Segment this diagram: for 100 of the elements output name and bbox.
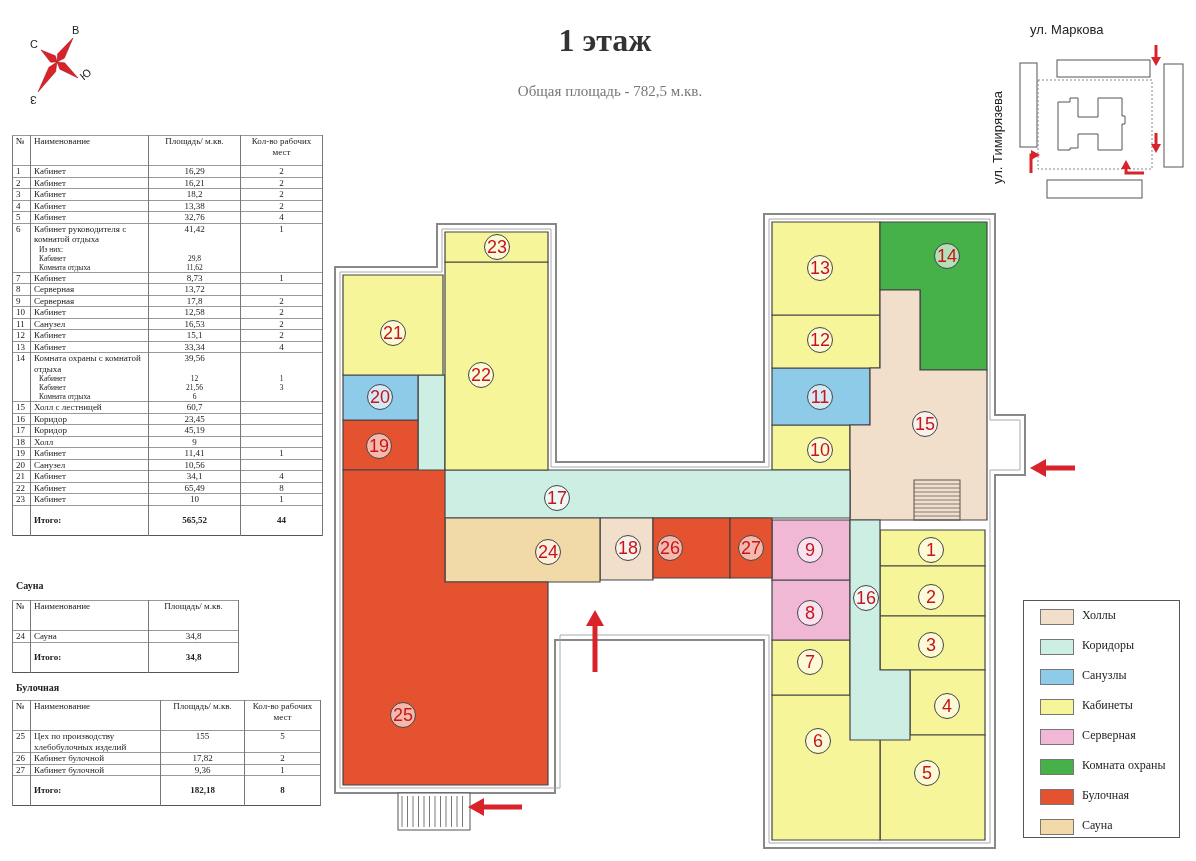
table-cell: 2	[279, 295, 284, 306]
table-cell: 32,76	[184, 212, 205, 222]
room-area	[343, 375, 418, 420]
table-cell: 1	[280, 764, 285, 775]
table-cell: Кабинет	[34, 494, 67, 504]
title: 1 этаж	[557, 22, 653, 59]
room-area	[772, 580, 850, 640]
table-cell: 60,7	[186, 402, 203, 412]
column-header: Кол-во рабочих мест	[252, 701, 313, 722]
table-cell: 11,41	[184, 448, 205, 458]
table-cell: 23,45	[184, 413, 205, 424]
room-number: 10	[807, 437, 833, 463]
table-cell: 4	[279, 341, 284, 352]
table-cell: 182,18	[190, 785, 215, 796]
table-cell: 10,56	[184, 459, 205, 470]
room-number: 20	[367, 384, 393, 410]
table-cell: 4	[16, 200, 21, 211]
table-cell: Кабинет	[34, 471, 67, 481]
room-number: 2	[918, 584, 944, 610]
table-cell: Кабинет	[34, 448, 67, 458]
table-cell: Санузел	[34, 318, 66, 329]
table-cell: 8	[279, 482, 284, 493]
room-number: 22	[468, 362, 494, 388]
table-cell: Кабинет	[34, 189, 67, 199]
column-header: Наименование	[34, 601, 91, 611]
room-area	[600, 518, 653, 580]
table-cell: Кабинет	[34, 166, 67, 176]
room-area	[880, 530, 985, 566]
table-cell: 2	[279, 166, 284, 176]
table-cell: 18,2	[186, 189, 203, 199]
table-cell: 19	[16, 448, 25, 458]
room-area	[772, 695, 880, 840]
room-area	[880, 735, 985, 840]
table-cell: 1	[16, 166, 21, 176]
table-cell: Кабинет	[34, 341, 67, 352]
table-cell: 16,29	[184, 166, 205, 176]
table-cell: 7	[16, 272, 21, 283]
table-cell: 10	[190, 494, 199, 504]
table-cell: 26	[16, 753, 25, 763]
room-area	[880, 566, 985, 616]
table-cell: 6	[16, 223, 21, 234]
table-cell: Комната охраны с комнатой отдыха	[34, 353, 141, 374]
table-cell: 2	[279, 330, 284, 340]
room-number: 3	[918, 632, 944, 658]
room-area	[772, 520, 850, 580]
table-cell: 12	[16, 330, 25, 340]
legend-label: Санузлы	[1082, 668, 1127, 683]
table-cell: Кабинет	[34, 212, 67, 222]
table-cell: 15	[16, 402, 25, 412]
compass-letter: В	[72, 24, 80, 36]
room-number: 6	[805, 728, 831, 754]
table-cell: 1	[279, 494, 284, 504]
room-area	[850, 520, 910, 740]
table-cell: Серверная	[34, 284, 75, 294]
room-number: 7	[797, 649, 823, 675]
table-cell: 22	[16, 482, 25, 493]
table-cell: 2	[279, 307, 284, 317]
table-cell: Кабинет	[34, 330, 67, 340]
table-cell: 34,8	[185, 651, 202, 662]
room-number: 15	[912, 411, 938, 437]
table-cell: Коридор	[34, 413, 67, 424]
room-number: 17	[544, 485, 570, 511]
column-header: Площадь/ м.кв.	[173, 701, 232, 711]
column-header: №	[16, 136, 25, 146]
table-cell: 10	[16, 307, 25, 317]
room-number: 5	[914, 760, 940, 786]
table-cell: 2	[280, 753, 285, 763]
legend-label: Холлы	[1082, 608, 1116, 623]
table-cell: Итого:	[34, 651, 62, 662]
table-cell: 565,52	[182, 514, 207, 525]
table-cell: Кабинет	[34, 200, 67, 211]
room-number: 25	[390, 702, 416, 728]
table-cell: 12,58	[184, 307, 205, 317]
room-number: 14	[934, 243, 960, 269]
column-header: Наименование	[34, 136, 91, 146]
table-cell: Коридор	[34, 425, 67, 435]
room-area	[880, 616, 985, 670]
compass-letter: З	[30, 94, 37, 106]
table-cell: 17,8	[186, 295, 203, 306]
table-cell: 13	[16, 341, 25, 352]
street-name: ул. Маркова	[1030, 22, 1104, 37]
room-area	[772, 425, 850, 470]
table-cell: Санузел	[34, 459, 66, 470]
table-cell: Серверная	[34, 295, 75, 306]
room-number: 1	[918, 537, 944, 563]
table-cell: 8	[280, 785, 285, 796]
table-cell: 13,72	[184, 284, 205, 294]
table-cell: 65,49	[184, 482, 205, 493]
table-cell: 9,36	[194, 764, 211, 775]
column-header: Кол-во рабочих мест	[251, 136, 312, 157]
table-cell: 1	[279, 223, 284, 234]
legend-label: Сауна	[1082, 818, 1113, 833]
room-area	[445, 262, 548, 470]
table-cell: 2	[16, 177, 21, 188]
table-cell: 2	[279, 318, 284, 329]
table-heading: Сауна	[16, 580, 44, 591]
table-cell: 34,8	[185, 631, 202, 641]
room-number: 24	[535, 539, 561, 565]
table-cell: 2	[279, 189, 284, 199]
subtitle: Общая площадь - 782,5 м.кв.	[516, 83, 704, 100]
